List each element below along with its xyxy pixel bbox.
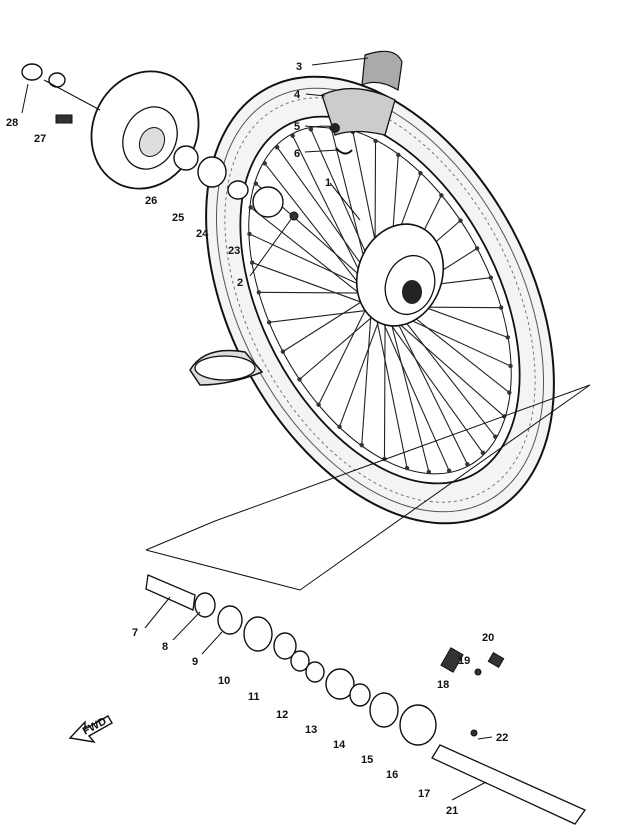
label-2: 2 bbox=[237, 277, 243, 289]
spoke bbox=[392, 313, 468, 465]
label-14: 14 bbox=[333, 739, 346, 751]
spoke-nipple bbox=[465, 462, 470, 467]
spoke-nipple bbox=[488, 275, 494, 280]
spoke bbox=[318, 305, 368, 405]
part-labels: 1 2 3 4 5 6 7 8 9 10 11 12 13 14 15 16 1… bbox=[6, 61, 508, 817]
spoke-nipple bbox=[316, 402, 321, 407]
label-5: 5 bbox=[294, 121, 300, 133]
front-direction-arrow: FWD bbox=[68, 715, 113, 744]
label-8: 8 bbox=[162, 641, 168, 653]
spoke-nipple bbox=[493, 434, 498, 439]
spoke bbox=[249, 233, 367, 288]
spoke-nipple bbox=[439, 193, 444, 198]
label-17: 17 bbox=[418, 788, 430, 800]
spoke-nipple bbox=[418, 170, 423, 176]
label-6: 6 bbox=[294, 148, 300, 160]
spoke-nipple bbox=[297, 377, 302, 382]
spoke-nipple bbox=[373, 138, 378, 144]
spoke bbox=[269, 309, 370, 323]
spoke-nipple bbox=[248, 205, 253, 210]
label-10: 10 bbox=[218, 675, 230, 687]
label-28: 28 bbox=[6, 117, 18, 129]
spoke bbox=[383, 318, 386, 460]
label-18: 18 bbox=[437, 679, 449, 691]
label-1: 1 bbox=[325, 177, 331, 189]
label-9: 9 bbox=[192, 656, 198, 668]
spoke bbox=[375, 315, 408, 469]
spoke bbox=[292, 135, 368, 287]
spoke bbox=[394, 308, 496, 438]
label-16: 16 bbox=[386, 769, 398, 781]
label-13: 13 bbox=[305, 724, 317, 736]
label-24: 24 bbox=[196, 228, 209, 240]
label-21: 21 bbox=[446, 805, 458, 817]
spoke-nipple bbox=[262, 161, 267, 166]
label-4: 4 bbox=[294, 89, 301, 101]
wheel-assembly bbox=[189, 75, 555, 525]
spoke bbox=[250, 206, 366, 298]
spoke-nipple bbox=[446, 468, 452, 473]
hub bbox=[355, 223, 445, 327]
spoke-nipple bbox=[498, 305, 504, 310]
spoke-nipple bbox=[396, 152, 401, 158]
spoke bbox=[361, 311, 372, 446]
spoke-nipple bbox=[253, 181, 259, 186]
brake-hub-parts bbox=[21, 63, 299, 221]
label-12: 12 bbox=[276, 709, 288, 721]
spoke-nipple bbox=[274, 145, 280, 150]
spoke-nipple bbox=[247, 231, 252, 237]
label-7: 7 bbox=[132, 627, 138, 639]
spoke-nipple bbox=[474, 246, 480, 251]
spoke bbox=[264, 162, 366, 292]
spoke bbox=[339, 317, 381, 428]
label-23: 23 bbox=[228, 245, 240, 257]
spoke bbox=[282, 299, 366, 353]
label-3: 3 bbox=[296, 61, 302, 73]
spoke-nipple bbox=[266, 320, 272, 325]
spoke bbox=[380, 318, 450, 471]
spoke-nipple bbox=[359, 442, 364, 448]
spoke bbox=[386, 318, 484, 454]
rim-band-parts bbox=[321, 50, 403, 155]
spoke bbox=[299, 314, 375, 380]
spoke-nipple bbox=[308, 127, 314, 132]
label-11: 11 bbox=[248, 691, 260, 703]
label-15: 15 bbox=[361, 754, 373, 766]
spoke-nipple bbox=[250, 260, 255, 265]
label-22: 22 bbox=[496, 732, 508, 744]
spoke-nipple bbox=[404, 465, 410, 471]
label-27: 27 bbox=[34, 133, 46, 145]
label-26a: 26 bbox=[145, 195, 157, 207]
front-arrow-label: FWD bbox=[81, 715, 109, 737]
label-20: 20 bbox=[482, 632, 494, 644]
spoke-nipple bbox=[507, 390, 512, 395]
spoke-nipple bbox=[458, 218, 463, 223]
spoke bbox=[252, 262, 367, 305]
spoke-nipple bbox=[505, 335, 510, 340]
spoke-nipple bbox=[256, 290, 262, 295]
label-25: 25 bbox=[172, 212, 184, 224]
spoke bbox=[390, 316, 505, 417]
spoke bbox=[276, 146, 374, 282]
spoke-nipple bbox=[290, 133, 295, 138]
leader-lines bbox=[21, 57, 493, 801]
spoke-nipple bbox=[480, 450, 486, 455]
label-19: 19 bbox=[458, 655, 470, 667]
spoke-nipple bbox=[426, 469, 432, 475]
spoke-nipple bbox=[337, 424, 342, 430]
spoke-nipple bbox=[508, 363, 513, 369]
spoke-nipple bbox=[280, 349, 286, 354]
spoke bbox=[258, 291, 365, 294]
axle-parts bbox=[145, 384, 591, 825]
